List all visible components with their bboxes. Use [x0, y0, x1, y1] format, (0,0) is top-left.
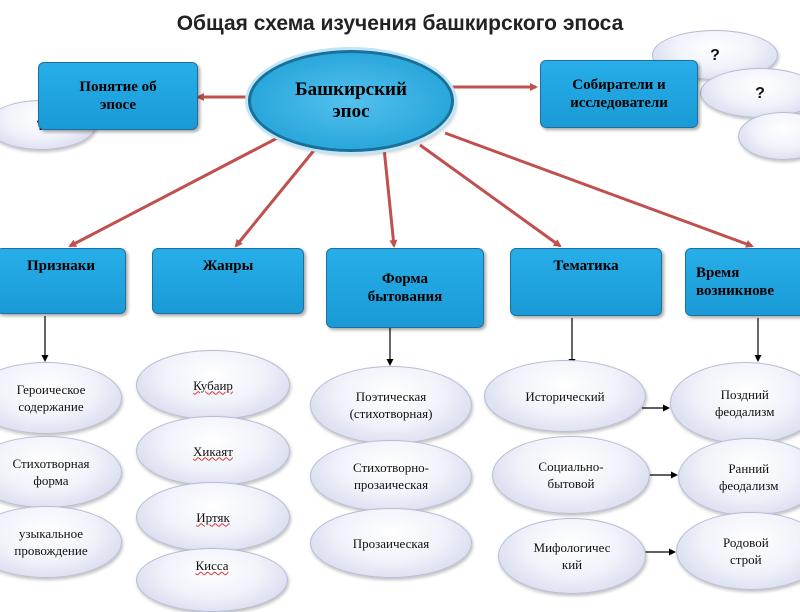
category-form: Форма бытования — [326, 248, 484, 328]
arrow-to-genres — [234, 142, 322, 248]
themes-item-historical: Исторический — [484, 360, 646, 432]
genres-item-kubair: Кубаир — [136, 350, 290, 420]
signs-item-2: Стихотворная форма — [0, 436, 122, 508]
center-ellipse: Башкирский эпос — [248, 50, 454, 152]
themes-item-social: Социально- бытовой — [492, 436, 650, 514]
question-oval-collectors-2: ? — [700, 68, 800, 118]
category-themes: Тематика — [510, 248, 662, 316]
arrow-to-signs — [68, 132, 286, 248]
time-item-tribal-system: Родовой строй — [676, 512, 800, 590]
category-time: Время возникнове — [685, 248, 800, 316]
genres-item-hikayat: Хикаят — [136, 416, 290, 486]
form-item-poetic: Поэтическая (стихотворная) — [310, 366, 472, 444]
time-item-late-feudalism: Поздний феодализм — [670, 362, 800, 444]
form-item-mixed: Стихотворно- прозаическая — [310, 440, 472, 512]
signs-item-3: узыкальное провождение — [0, 506, 122, 578]
themes-item-mythological: Мифологичес кий — [498, 518, 646, 594]
category-genres: Жанры — [152, 248, 304, 314]
arrow-to-time — [444, 131, 754, 248]
diagram-title: Общая схема изучения башкирского эпоса — [176, 12, 624, 35]
genres-item-kissa: Кисса — [136, 548, 288, 612]
signs-item-1: Героическое содержание — [0, 362, 122, 434]
collectors-box: Собиратели и исследователи — [540, 60, 698, 128]
category-signs: Признаки — [0, 248, 126, 314]
arrow-to-form — [382, 147, 398, 248]
form-item-prose: Прозаическая — [310, 508, 472, 578]
genres-item-irtyak: Иртяк — [136, 482, 290, 552]
arrow-to-themes — [419, 143, 562, 248]
concept-box: Понятие об эпосе — [38, 62, 198, 130]
